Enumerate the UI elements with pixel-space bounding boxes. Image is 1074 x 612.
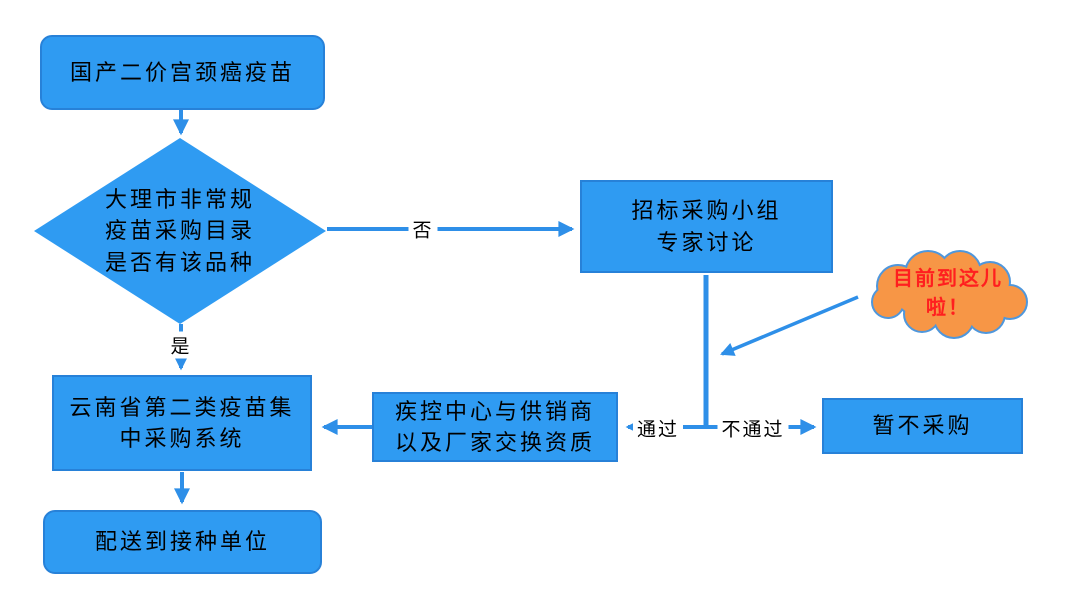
cloud-callout: 目前到这儿 啦！ [862, 250, 1034, 342]
edge-label-fail: 不通过 [717, 414, 789, 442]
edge-label-pass: 通过 [632, 414, 684, 442]
edge-label-yes: 是 [166, 331, 196, 359]
edge-label-no: 否 [408, 215, 438, 243]
node-no-purchase: 暂不采购 [822, 398, 1023, 454]
node-yunnan-system: 云南省第二类疫苗集 中采购系统 [52, 375, 312, 471]
cloud-callout-text: 目前到这儿 啦！ [893, 268, 1003, 319]
node-expert-review: 招标采购小组 专家讨论 [580, 180, 833, 273]
node-delivery: 配送到接种单位 [43, 510, 322, 574]
node-cdc-exchange: 疾控中心与供销商 以及厂家交换资质 [372, 392, 618, 462]
node-start: 国产二价宫颈癌疫苗 [40, 35, 325, 110]
arrow-cloud-pointer [720, 295, 859, 356]
